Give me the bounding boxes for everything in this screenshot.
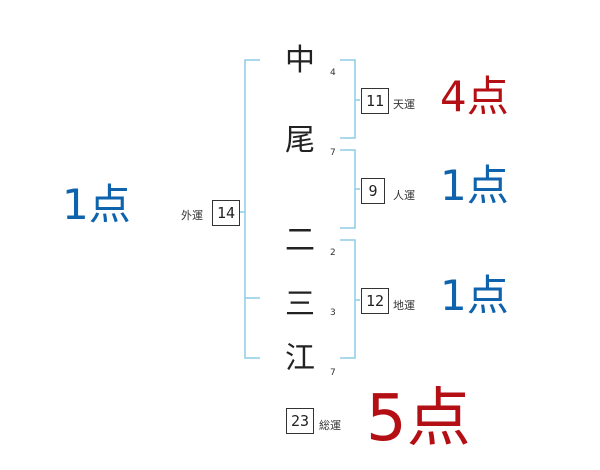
- stroke-count-1: 4: [330, 68, 336, 78]
- ten-score: 4点: [440, 72, 509, 121]
- chi-value-box: 12: [361, 288, 389, 314]
- name-char-4: 三: [285, 287, 315, 322]
- name-char-2: 尾: [285, 123, 315, 158]
- sou-value-box: 23: [286, 408, 314, 434]
- outer-bracket: [244, 59, 260, 359]
- ten-bracket: [340, 59, 356, 139]
- sou-label: 総運: [319, 419, 341, 432]
- gai-label: 外運: [181, 209, 203, 222]
- name-char-3: 二: [285, 223, 315, 258]
- gai-score: 1点: [62, 180, 131, 229]
- stroke-count-3: 2: [330, 248, 336, 258]
- name-char-5: 江: [285, 341, 315, 376]
- sou-score: 5点: [366, 382, 471, 456]
- chi-label: 地運: [393, 299, 415, 312]
- jin-score: 1点: [440, 161, 509, 210]
- ten-label: 天運: [393, 98, 415, 111]
- ten-value-box: 11: [361, 88, 389, 114]
- stroke-count-4: 3: [330, 308, 336, 318]
- jin-bracket: [340, 149, 356, 229]
- jin-value-box: 9: [361, 178, 385, 204]
- chi-score: 1点: [440, 271, 509, 320]
- stroke-count-2: 7: [330, 148, 336, 158]
- chi-bracket: [340, 239, 356, 359]
- stroke-count-5: 7: [330, 368, 336, 378]
- jin-label: 人運: [393, 189, 415, 202]
- gai-value-box: 14: [212, 200, 240, 226]
- name-char-1: 中: [285, 43, 315, 78]
